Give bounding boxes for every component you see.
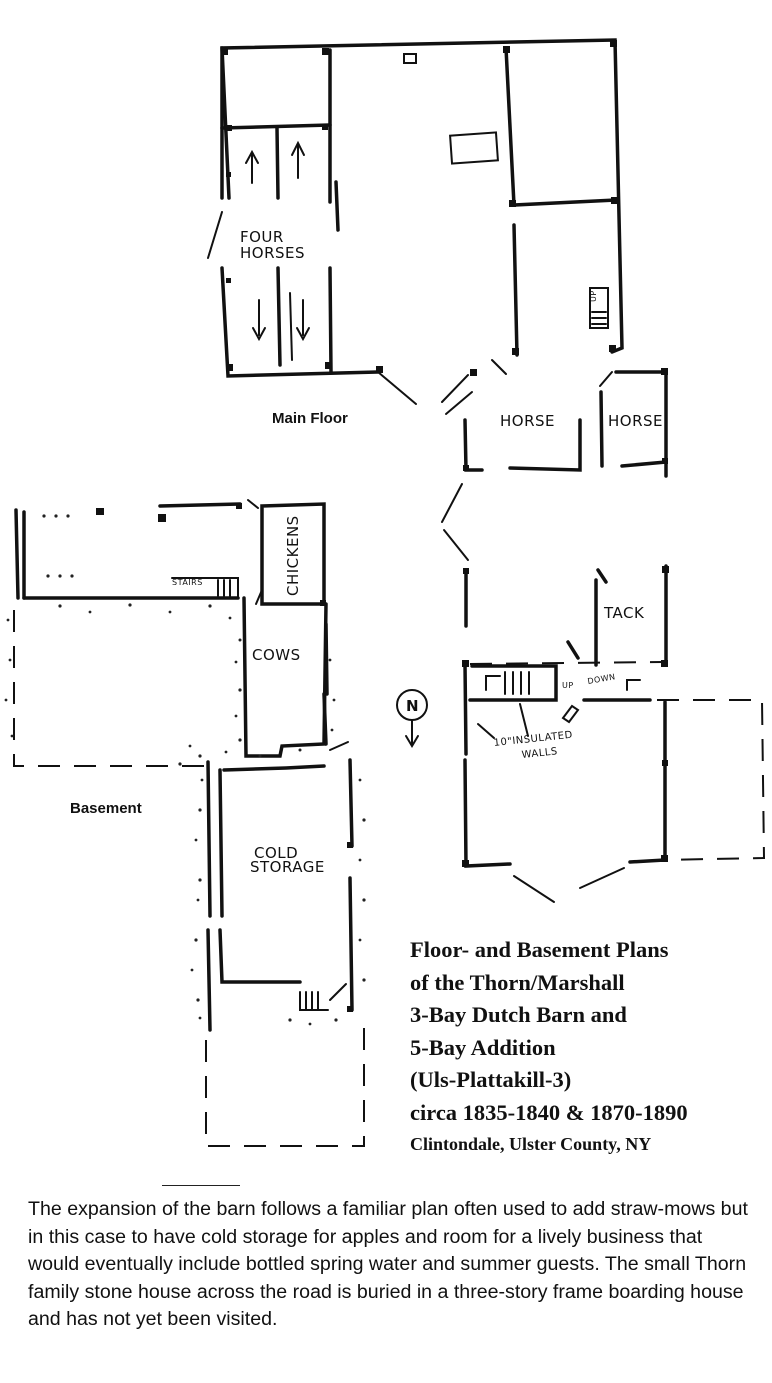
main-floor-label: Main Floor [272, 410, 348, 427]
four-horses-label-2: HORSES [240, 244, 305, 262]
description-paragraph: The expansion of the barn follows a fami… [28, 1198, 748, 1331]
down-label: DOWN [587, 672, 616, 686]
up-label-2: UP [562, 681, 574, 690]
caption-line-3: 3-Bay Dutch Barn and [410, 1002, 627, 1027]
divider-rule [162, 1185, 240, 1186]
up-label-1: UP [589, 290, 598, 302]
cold-storage-label-1: COLD [254, 844, 298, 862]
cold-storage-label-2: STORAGE [250, 858, 325, 876]
plan-caption: Floor- and Basement Plans of the Thorn/M… [410, 934, 770, 1159]
main-floor-plan [207, 38, 766, 903]
north-label: N [406, 697, 419, 715]
insulated-walls-label-1: 10"INSULATED [493, 730, 573, 749]
caption-line-4: 5-Bay Addition [410, 1034, 556, 1060]
cows-label: COWS [252, 646, 301, 664]
stairs-label: STAIRS [172, 578, 203, 587]
caption-line-2: of the Thorn/Marshall [410, 969, 625, 995]
basement-label: Basement [70, 800, 142, 817]
horse-label-2: HORSE [608, 412, 663, 430]
chickens-label: CHICKENS [284, 515, 302, 596]
caption-line-6: circa 1835-1840 & 1870-1890 [410, 1099, 688, 1125]
horse-label-1: HORSE [500, 412, 555, 430]
caption-line-5: (Uls-Plattakill-3) [410, 1067, 572, 1092]
tack-label: TACK [603, 604, 645, 622]
four-horses-label-1: FOUR [240, 228, 284, 246]
basement-plan [4, 499, 366, 1147]
insulated-walls-label-2: WALLS [521, 746, 558, 761]
caption-line-1: Floor- and Basement Plans [410, 937, 669, 962]
caption-location: Clintondale, Ulster County, NY [410, 1134, 652, 1154]
north-arrow [396, 689, 428, 748]
